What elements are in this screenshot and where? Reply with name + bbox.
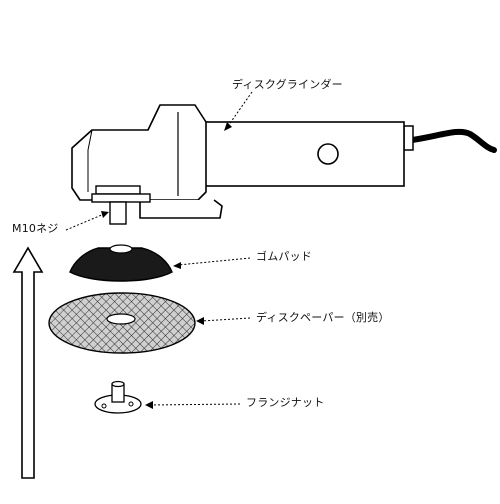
leader-bolt (65, 211, 109, 231)
flange-nut (94, 380, 142, 414)
m10-bolt (109, 201, 127, 225)
leader-nut (145, 401, 241, 409)
pad-hub (109, 244, 133, 254)
label-disc-paper: ディスクペーパー（別売） (256, 311, 390, 324)
motor-body (195, 121, 405, 187)
assembly-direction-arrow (12, 246, 44, 479)
label-flange-nut: フランジナット (246, 396, 325, 409)
power-cord (403, 125, 497, 153)
label-disc-grinder: ディスクグラインダー (232, 78, 343, 91)
leader-paper (196, 317, 251, 325)
label-m10-bolt: M10ネジ (12, 222, 59, 235)
switch-circle (317, 143, 339, 165)
rubber-pad (69, 244, 173, 282)
label-rubber-pad: ゴムパッド (256, 250, 312, 263)
wheel-guard (139, 199, 223, 219)
spindle (91, 185, 151, 225)
leader-pad (173, 257, 251, 269)
paper-center-hole (106, 313, 136, 325)
disc-paper (48, 292, 196, 354)
leader-grinder (224, 91, 253, 131)
